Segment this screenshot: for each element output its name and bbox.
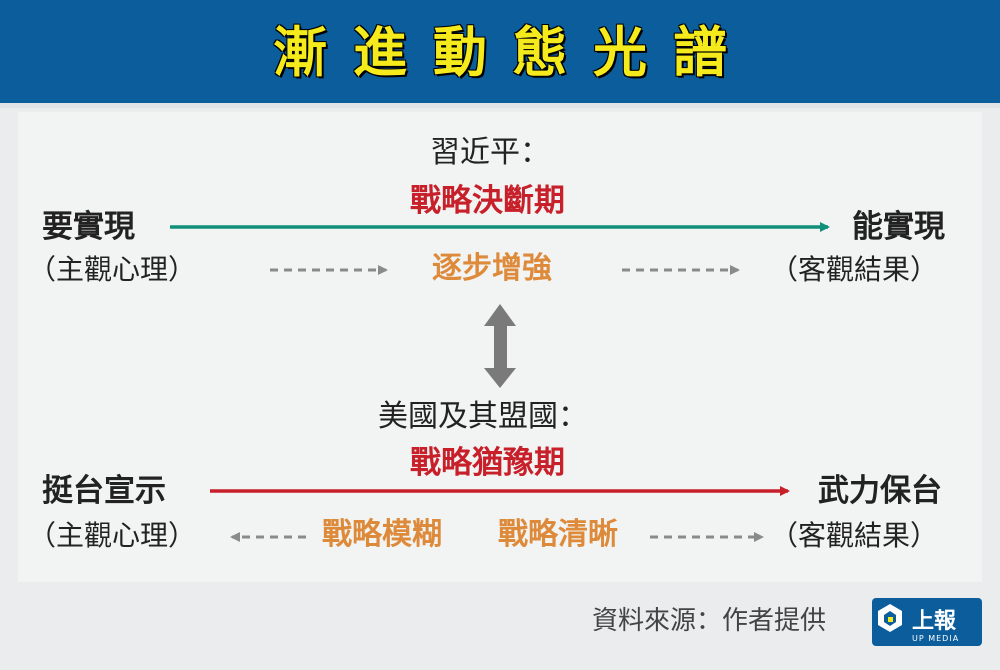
xi-period-label: 戰略決斷期	[410, 183, 565, 219]
us-right-label: 武力保台	[818, 473, 942, 509]
xi-right-label: 能實現	[852, 209, 945, 245]
xi-left-sub: （主觀心理）	[28, 253, 197, 286]
up-media-logo: 上報 UP MEDIA	[872, 598, 982, 646]
source-note: 資料來源：作者提供	[592, 606, 827, 636]
diagram-title: 漸進動態光譜	[273, 21, 753, 84]
svg-text:UP MEDIA: UP MEDIA	[912, 634, 959, 643]
xi-right-sub: （客觀結果）	[770, 253, 939, 286]
us-right-sub: （客觀結果）	[770, 519, 939, 552]
us-left-label: 挺台宣示	[42, 473, 166, 509]
xi-header: 習近平：	[430, 135, 550, 170]
us-middle-left-label: 戰略模糊	[322, 517, 442, 552]
us-period-label: 戰略猶豫期	[410, 445, 565, 481]
xi-middle-label: 逐步增強	[432, 251, 552, 286]
svg-text:上報: 上報	[912, 608, 957, 634]
xi-left-label: 要實現	[42, 209, 135, 245]
us-header: 美國及其盟國：	[378, 399, 588, 434]
double-vertical-arrow	[484, 304, 516, 388]
title-banner: 漸進動態光譜	[0, 0, 1000, 108]
us-middle-right-label: 戰略清晰	[498, 517, 618, 552]
us-left-sub: （主觀心理）	[28, 519, 197, 552]
